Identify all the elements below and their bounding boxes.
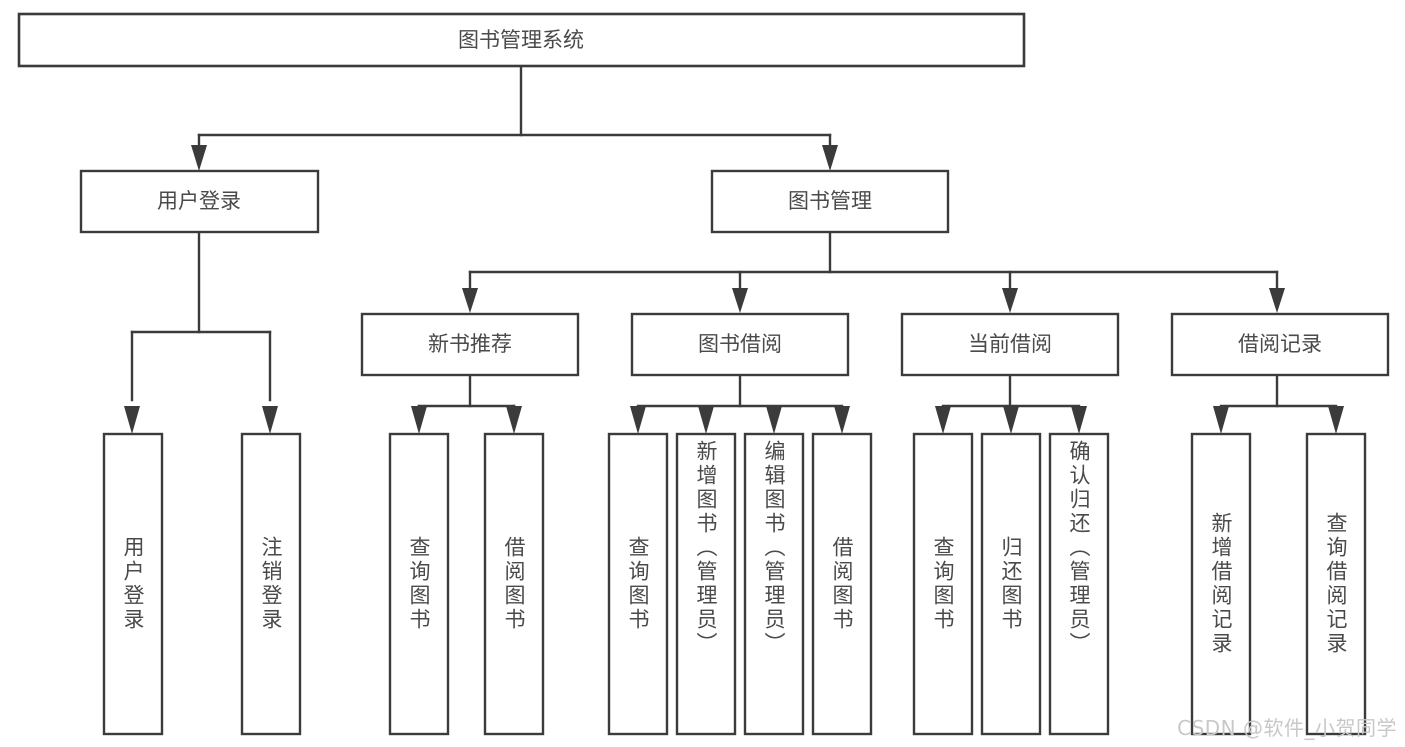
arrow-head-leaf-query-book-1 (411, 406, 427, 434)
arrow-head-leaf-add-book (698, 406, 714, 434)
node-label-borrow: 图书借阅 (698, 332, 782, 356)
arrow-head-records (1269, 288, 1285, 313)
node-label-login: 用户登录 (157, 189, 241, 213)
arrow-head-borrow (732, 288, 748, 313)
arrow-head-leaf-user-logout (262, 406, 278, 434)
arrow-head-leaf-borrow-book-2 (834, 406, 850, 434)
node-box-leaf-query-book-1[interactable] (388, 432, 450, 736)
node-box-leaf-confirm-return[interactable] (1048, 432, 1110, 736)
connector-group-current (935, 373, 1087, 434)
node-box-leaf-borrow-book-1[interactable] (483, 432, 545, 736)
arrow-head-leaf-query-book-3 (935, 406, 951, 434)
arrow-head-current (1002, 288, 1018, 313)
arrow-head-newbook (462, 288, 478, 313)
arrow-head-leaf-borrow-book-1 (506, 406, 522, 434)
node-box-leaf-edit-book[interactable] (743, 432, 805, 736)
node-box-login[interactable] (79, 169, 320, 234)
node-box-borrow[interactable] (630, 312, 850, 377)
node-label-bookmgmt: 图书管理 (788, 189, 872, 213)
arrow-head-bookmgmt (822, 145, 838, 171)
node-label-root: 图书管理系统 (458, 28, 584, 52)
arrow-head-login (191, 145, 207, 171)
arrow-head-leaf-query-book-2 (630, 406, 646, 434)
connector-group-records (1213, 373, 1344, 434)
node-box-leaf-return-book[interactable] (980, 432, 1042, 736)
node-label-newbook: 新书推荐 (428, 332, 512, 356)
node-box-bookmgmt[interactable] (710, 169, 950, 234)
node-box-leaf-query-record[interactable] (1305, 432, 1367, 736)
node-label-records: 借阅记录 (1238, 332, 1322, 356)
node-box-leaf-query-book-3[interactable] (912, 432, 974, 736)
node-box-leaf-query-book-2[interactable] (607, 432, 669, 736)
connector-group-bookmgmt (462, 230, 1285, 313)
arrow-head-leaf-edit-book (766, 406, 782, 434)
node-box-leaf-add-book[interactable] (675, 432, 737, 736)
connector-group-borrow (630, 373, 850, 434)
node-box-records[interactable] (1170, 312, 1390, 377)
arrow-head-leaf-query-record (1328, 406, 1344, 434)
node-box-leaf-user-login[interactable] (102, 432, 164, 736)
arrow-head-leaf-add-record (1213, 406, 1229, 434)
node-box-leaf-borrow-book-2[interactable] (811, 432, 873, 736)
connector-group-root (191, 64, 838, 171)
node-box-current[interactable] (900, 312, 1120, 377)
connector-group-newbook (411, 373, 522, 434)
node-label-current: 当前借阅 (968, 332, 1052, 356)
node-box-leaf-add-record[interactable] (1190, 432, 1252, 736)
arrow-head-leaf-confirm-return (1071, 406, 1087, 434)
arrow-head-leaf-user-login (124, 406, 140, 434)
node-box-leaf-user-logout[interactable] (240, 432, 302, 736)
node-box-newbook[interactable] (360, 312, 580, 377)
arrow-head-leaf-return-book (1003, 406, 1019, 434)
connector-group-login (124, 230, 278, 434)
node-box-root[interactable] (17, 12, 1026, 68)
